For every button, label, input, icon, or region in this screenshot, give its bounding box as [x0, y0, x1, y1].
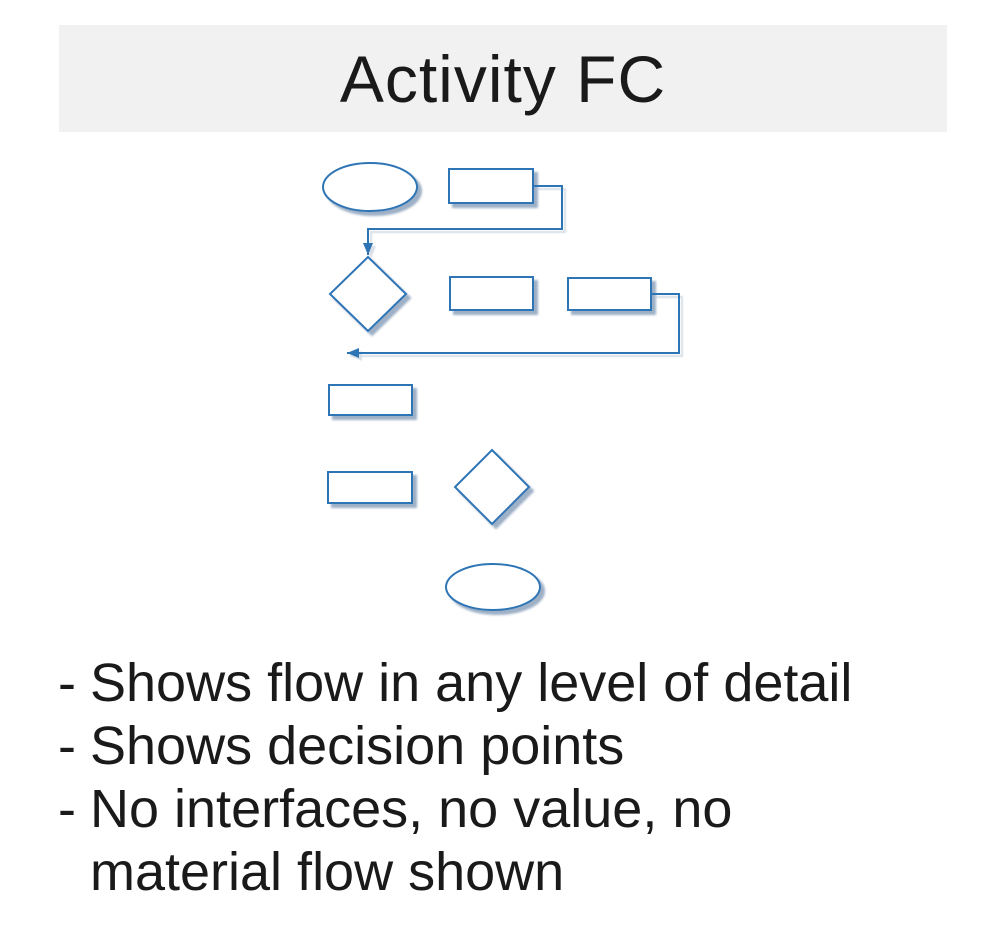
flow-edge-process-1-to-decision-1 [363, 185, 563, 255]
bullet-item: -Shows flow in any level of detail [58, 652, 852, 715]
flowchart-node-process-4 [328, 384, 413, 416]
flow-edge-process-3-loopback-left [347, 293, 680, 358]
flowchart-node-process-1 [448, 168, 534, 204]
flowchart-node-end-terminator [445, 563, 541, 611]
page-title: Activity FC [339, 41, 667, 116]
bullet-dash [58, 841, 90, 904]
bullet-continuation-line: material flow shown [58, 841, 852, 904]
bullet-text: Shows decision points [90, 716, 625, 776]
bullet-text: Shows flow in any level of detail [90, 653, 853, 713]
flowchart-nodes [322, 162, 652, 611]
bullet-dash: - [58, 716, 76, 776]
bullet-text: material flow shown [90, 842, 565, 902]
bullet-dash: - [58, 653, 76, 713]
flowchart-node-process-2 [449, 276, 534, 311]
title-banner: Activity FC [59, 25, 947, 132]
bullet-list: -Shows flow in any level of detail-Shows… [58, 652, 852, 904]
flowchart-edges [347, 181, 680, 561]
bullet-item: -Shows decision points [58, 715, 852, 778]
bullet-dash: - [58, 779, 76, 839]
flowchart-node-start-terminator [322, 162, 418, 212]
flowchart-node-process-5 [327, 471, 413, 504]
bullet-text: No interfaces, no value, no [90, 779, 733, 839]
flowchart-node-decision-2 [453, 448, 531, 526]
flowchart-node-decision-1 [328, 255, 408, 333]
flowchart-node-process-3 [567, 277, 652, 311]
bullet-item: -No interfaces, no value, no [58, 778, 852, 841]
